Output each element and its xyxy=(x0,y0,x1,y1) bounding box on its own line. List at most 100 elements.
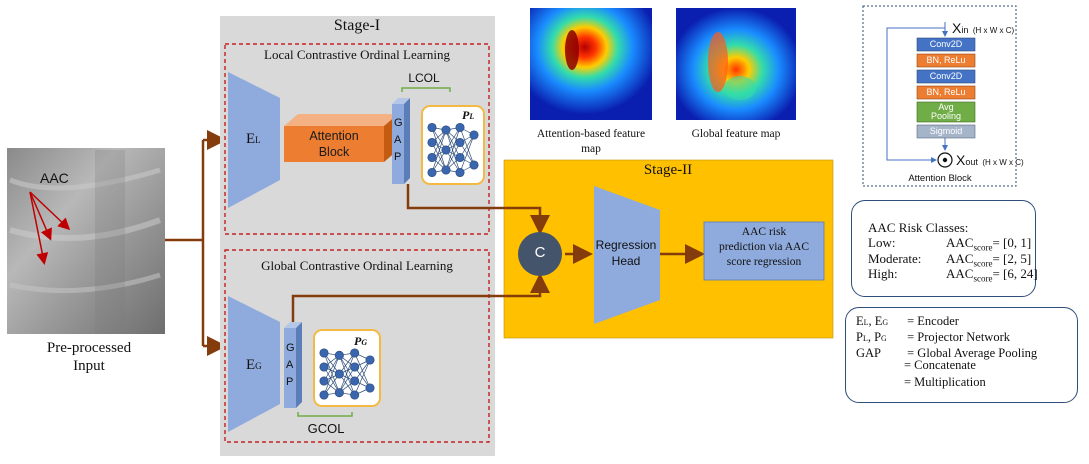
layer-bn-relu-1: BN, ReLu xyxy=(926,55,966,65)
network-node xyxy=(441,165,451,175)
risk-row-high: High: AACscore= [6, 24] xyxy=(868,266,1038,284)
network-node xyxy=(334,388,344,398)
network-node xyxy=(455,152,465,163)
network-node xyxy=(350,348,360,358)
legend-concat: = Concatenate xyxy=(904,358,976,372)
gcol-bracket xyxy=(297,412,353,417)
projector-local-label: PL xyxy=(462,108,475,122)
attention-map-caption-line1: Attention-based feature xyxy=(536,128,646,140)
network-edge xyxy=(445,129,461,158)
network-node xyxy=(455,167,465,178)
network-node xyxy=(441,145,451,155)
projector-local-network xyxy=(427,122,479,178)
risk-row-moderate: Moderate: AACscore= [2, 5] xyxy=(868,251,1032,269)
attention-map-caption-line2: map xyxy=(581,143,601,155)
layer-bn-relu-2: BN, ReLu xyxy=(926,87,966,97)
network-node xyxy=(334,369,344,379)
concat-input-arrows xyxy=(291,184,705,322)
network-node xyxy=(469,130,479,140)
projector-global-label: PG xyxy=(354,334,368,348)
concat-label: C xyxy=(534,244,546,261)
encoder-global-label: EG xyxy=(246,357,262,373)
network-node xyxy=(319,390,329,400)
network-node xyxy=(441,125,451,135)
network-node xyxy=(334,350,344,360)
risk-classes-title: AAC Risk Classes: xyxy=(868,220,969,235)
input-caption-line2: Input xyxy=(73,358,105,374)
x-in-label: Xin (H x W x C) xyxy=(952,20,1015,36)
legend-concat-letter: C xyxy=(862,359,870,369)
encoder-local-label: EL xyxy=(246,131,261,147)
concat-node xyxy=(518,232,562,276)
network-node xyxy=(350,376,360,386)
layer-avg-pooling: Avg Pooling xyxy=(930,102,962,121)
legend-gap: GAP = Global Average Pooling xyxy=(856,346,1038,360)
network-edge xyxy=(459,134,475,173)
network-node xyxy=(469,160,479,170)
network-node xyxy=(350,362,360,372)
network-node xyxy=(455,137,465,148)
attention-detail-flow xyxy=(886,22,948,163)
xray-input-image xyxy=(7,148,165,334)
legend-multiplication: = Multiplication xyxy=(904,375,986,389)
network-edge xyxy=(431,129,447,158)
gap-local-p: P xyxy=(394,151,402,163)
input-branch-arrows xyxy=(165,130,227,356)
layer-conv2d-2: Conv2D xyxy=(929,71,963,81)
local-col-box xyxy=(224,43,490,235)
network-node xyxy=(319,362,329,372)
projector-local-frame xyxy=(421,105,485,185)
prediction-box xyxy=(703,221,825,281)
regression-head-line1: Regression xyxy=(595,238,657,252)
network-edge xyxy=(339,355,355,382)
gap-global xyxy=(284,322,302,408)
network-edge xyxy=(323,355,340,382)
gap-global-p: P xyxy=(286,376,294,388)
prediction-line3: score regression xyxy=(726,256,802,268)
network-node xyxy=(455,122,465,133)
network-edge xyxy=(431,127,447,171)
legend-encoder: EL, EG = Encoder xyxy=(856,314,959,328)
attention-feature-map xyxy=(530,8,652,120)
global-map-caption: Global feature map xyxy=(691,128,781,140)
global-col-title: Global Contrastive Ordinal Learning xyxy=(261,258,453,273)
gap-global-g: G xyxy=(286,342,295,354)
network-node xyxy=(427,122,437,133)
attention-block-label-line2: Block xyxy=(318,145,350,159)
network-edge xyxy=(323,355,340,396)
gap-local xyxy=(392,98,410,184)
network-edge xyxy=(339,352,355,393)
network-node xyxy=(319,348,329,358)
x-out-label: Xout (H x W x C) xyxy=(956,152,1024,168)
network-edge xyxy=(339,366,355,393)
attention-detail-layers xyxy=(916,37,976,139)
multiplication-node xyxy=(937,152,953,168)
network-edge xyxy=(445,142,461,171)
lcol-bracket xyxy=(401,87,451,92)
network-edge xyxy=(339,355,355,396)
aac-annotation: AAC xyxy=(40,170,69,186)
stage1-title: Stage-I xyxy=(333,17,381,34)
network-edge xyxy=(431,129,447,173)
legend-projector: PL, PG = Projector Network xyxy=(856,330,1010,344)
prediction-line2: prediction via AAC xyxy=(718,241,810,253)
network-edge xyxy=(431,142,447,171)
network-node xyxy=(427,152,437,163)
network-node xyxy=(365,355,375,365)
projector-global-network xyxy=(319,348,375,400)
network-node xyxy=(319,376,329,386)
global-col-box xyxy=(224,249,490,443)
network-edge xyxy=(445,127,461,171)
gap-local-a: A xyxy=(394,134,402,146)
regression-head xyxy=(594,186,660,324)
gap-global-a: A xyxy=(286,359,294,371)
layer-sigmoid: Sigmoid xyxy=(929,126,963,136)
encoder-global xyxy=(228,296,280,432)
network-node xyxy=(350,390,360,400)
global-feature-map xyxy=(676,8,796,120)
network-edge xyxy=(445,129,461,173)
symbol-legend-box xyxy=(845,307,1078,403)
layer-conv2d-1: Conv2D xyxy=(929,39,963,49)
gcol-label: GCOL xyxy=(307,421,345,436)
network-edge xyxy=(354,359,371,396)
